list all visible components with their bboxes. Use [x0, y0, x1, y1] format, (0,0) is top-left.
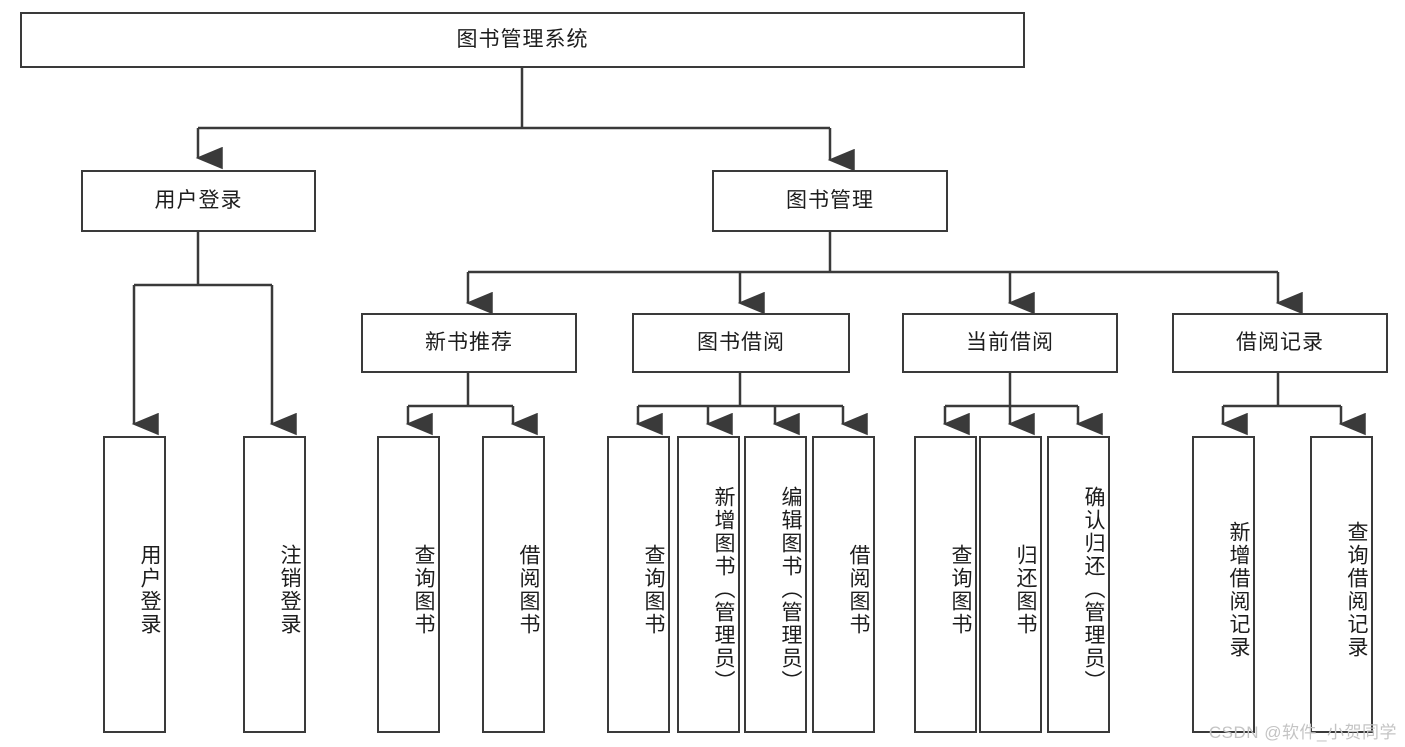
- leaf-borrow-record-query[interactable]: 查询借阅记录: [1310, 436, 1373, 733]
- leaf-label: 查询图书: [412, 543, 435, 636]
- leaf-current-borrow-return[interactable]: 归还图书: [979, 436, 1042, 733]
- node-user-login[interactable]: 用户登录: [81, 170, 316, 232]
- node-book-borrow[interactable]: 图书借阅: [632, 313, 850, 373]
- leaf-label: 新增借阅记录: [1227, 520, 1250, 659]
- leaf-label: 查询借阅记录: [1345, 520, 1368, 659]
- leaf-label: 确认归还（管理员）: [1082, 486, 1105, 693]
- leaf-current-borrow-query[interactable]: 查询图书: [914, 436, 977, 733]
- leaf-book-borrow-add[interactable]: 新增图书（管理员）: [677, 436, 740, 733]
- leaf-label: 新增图书（管理员）: [712, 486, 735, 693]
- leaf-user-login-logout[interactable]: 注销登录: [243, 436, 306, 733]
- leaf-label: 编辑图书（管理员）: [779, 486, 802, 693]
- leaf-label: 用户登录: [138, 543, 161, 636]
- node-book-manage[interactable]: 图书管理: [712, 170, 948, 232]
- leaf-current-borrow-confirm[interactable]: 确认归还（管理员）: [1047, 436, 1110, 733]
- node-borrow-record[interactable]: 借阅记录: [1172, 313, 1388, 373]
- leaf-new-book-borrow[interactable]: 借阅图书: [482, 436, 545, 733]
- leaf-label: 注销登录: [278, 543, 301, 636]
- csdn-watermark: CSDN @软件_小贺同学: [1208, 723, 1397, 742]
- leaf-label: 借阅图书: [847, 543, 870, 636]
- leaf-book-borrow-query[interactable]: 查询图书: [607, 436, 670, 733]
- leaf-label: 借阅图书: [517, 543, 540, 636]
- leaf-new-book-query[interactable]: 查询图书: [377, 436, 440, 733]
- node-root[interactable]: 图书管理系统: [20, 12, 1025, 68]
- node-new-book-recommend[interactable]: 新书推荐: [361, 313, 577, 373]
- leaf-label: 查询图书: [949, 543, 972, 636]
- leaf-label: 归还图书: [1014, 543, 1037, 636]
- node-current-borrow[interactable]: 当前借阅: [902, 313, 1118, 373]
- leaf-label: 查询图书: [642, 543, 665, 636]
- leaf-borrow-record-add[interactable]: 新增借阅记录: [1192, 436, 1255, 733]
- leaf-book-borrow-edit[interactable]: 编辑图书（管理员）: [744, 436, 807, 733]
- leaf-user-login-login[interactable]: 用户登录: [103, 436, 166, 733]
- leaf-book-borrow-borrow[interactable]: 借阅图书: [812, 436, 875, 733]
